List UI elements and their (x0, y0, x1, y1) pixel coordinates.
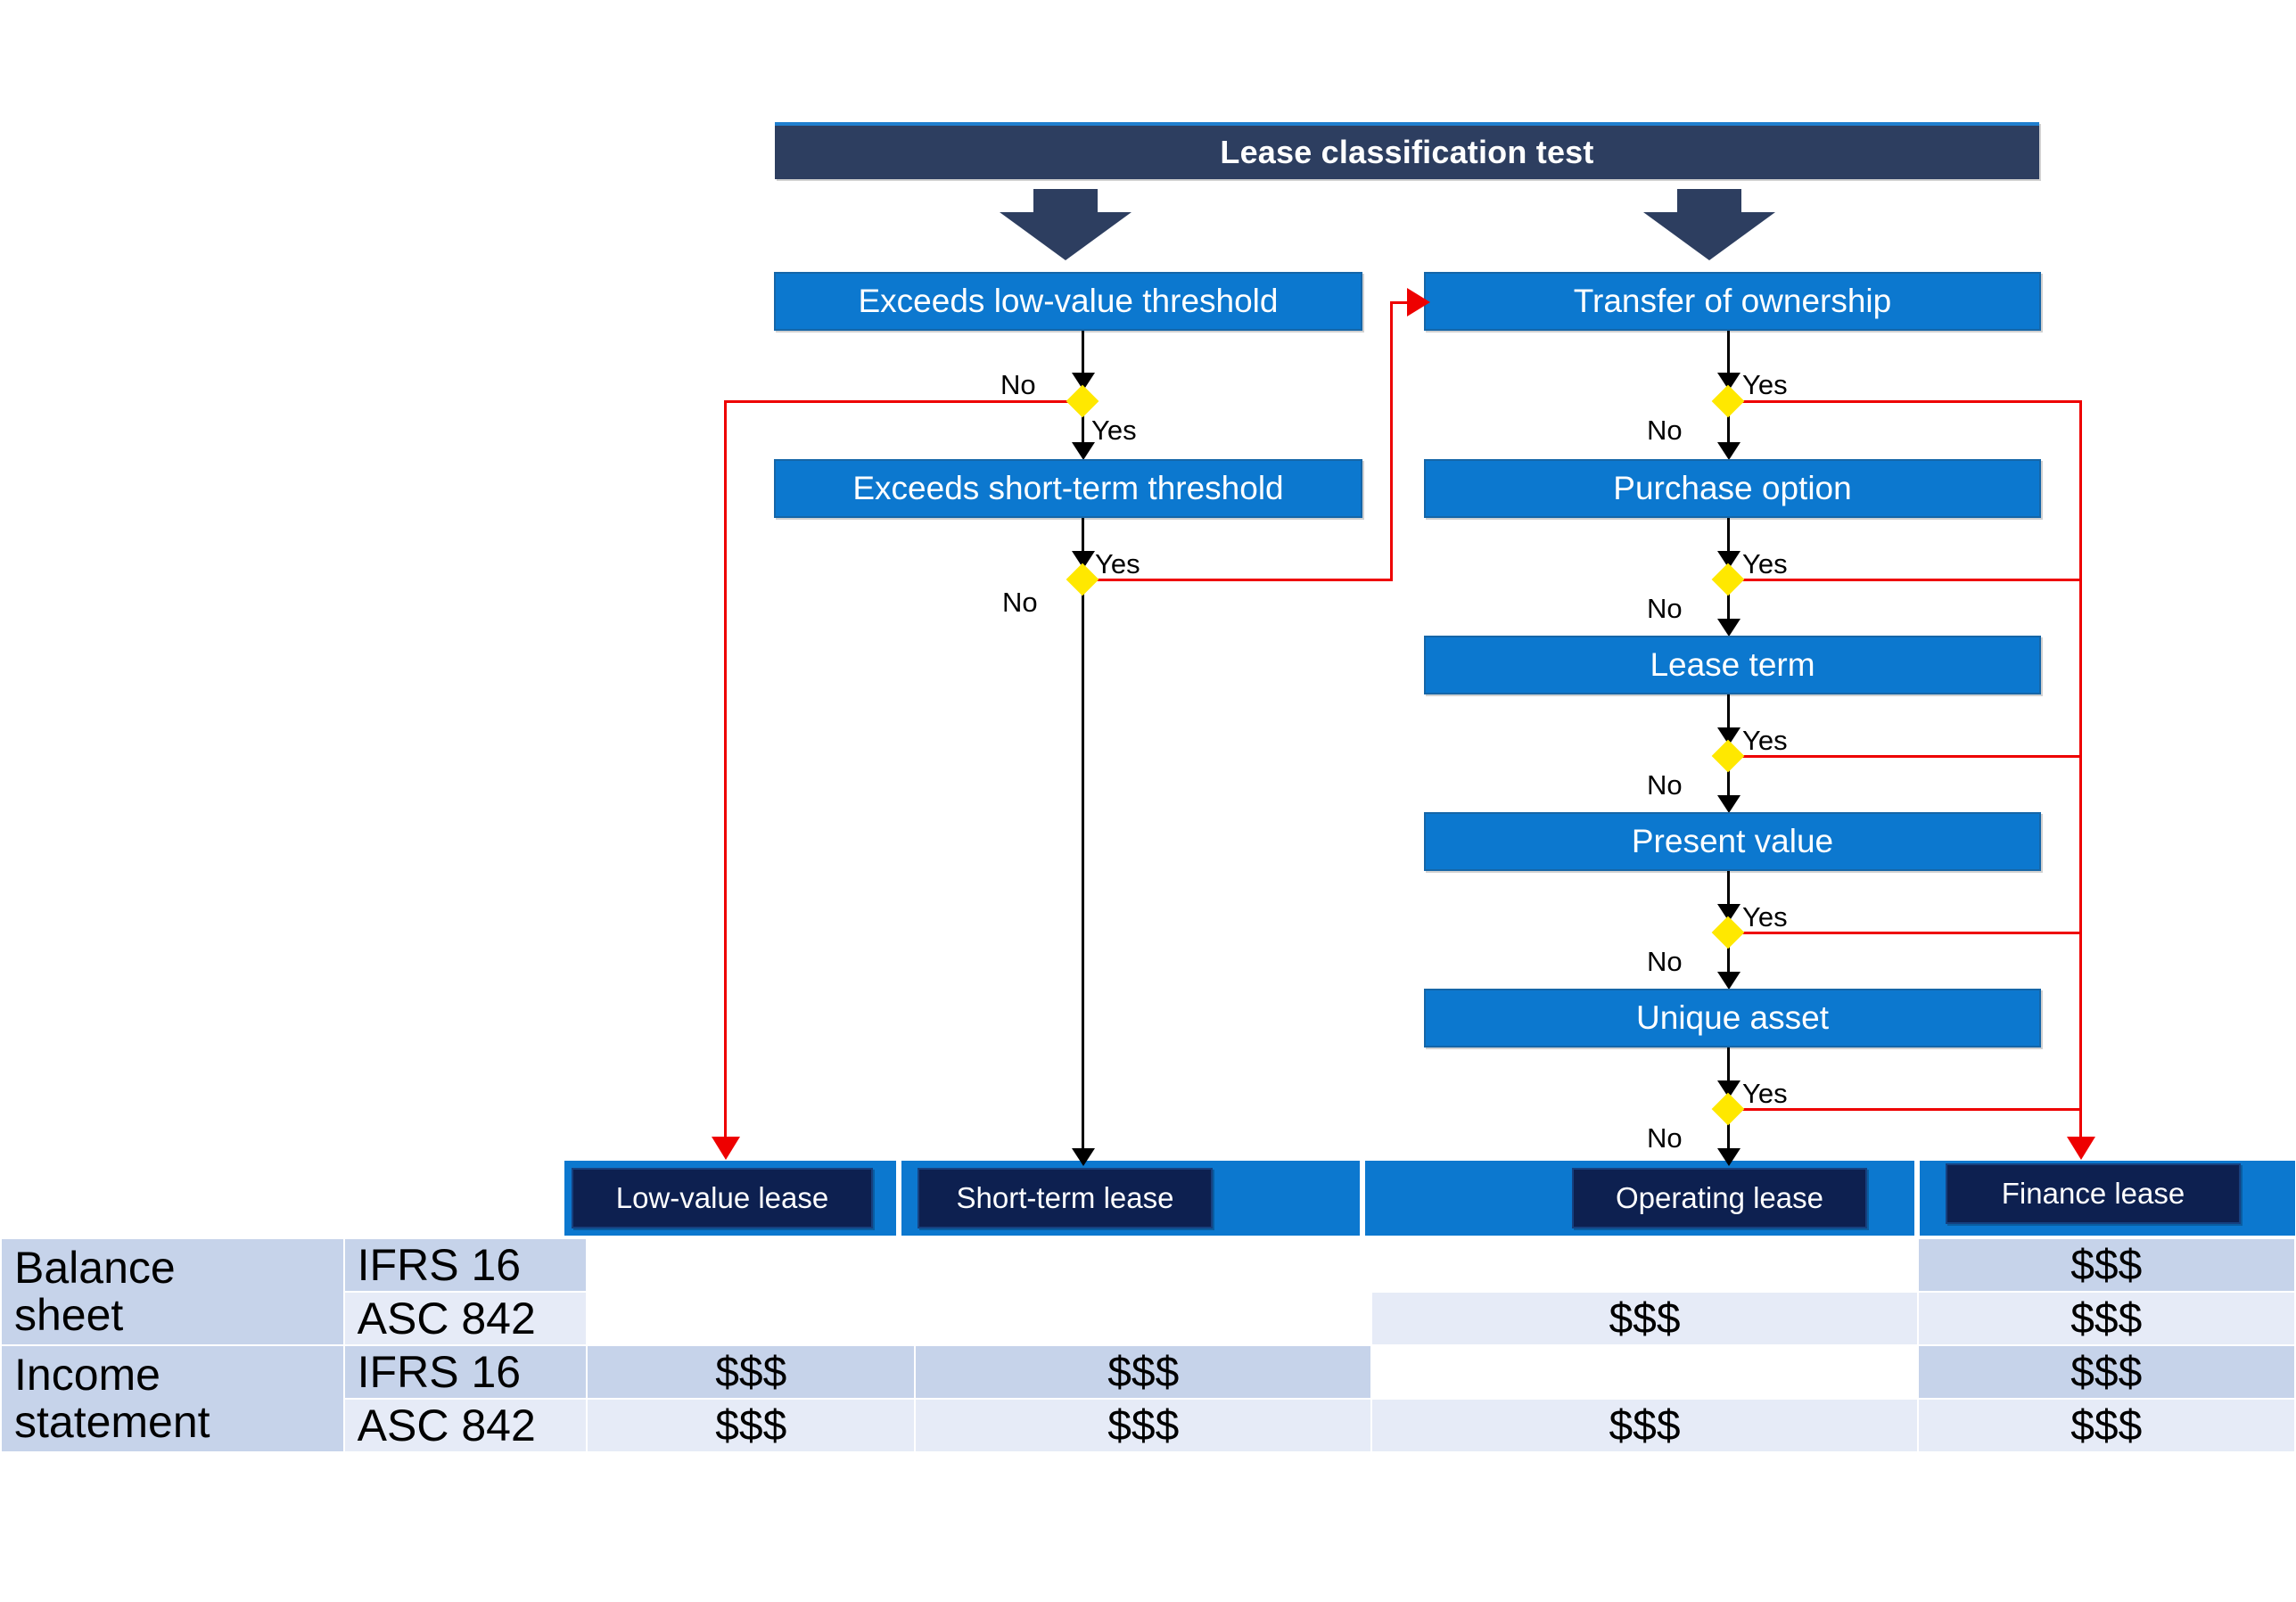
label-purchase-no: No (1647, 593, 1683, 624)
cell-finance-income-asc842: $$$ (1916, 1398, 2296, 1453)
row-group-income-statement: Income statement (0, 1344, 345, 1453)
cell-short-term-balance-asc842 (914, 1291, 1373, 1346)
red-path-unique-asset-yes (1734, 1108, 2082, 1111)
arrowhead-down (1717, 727, 1741, 745)
arrowhead-down (1717, 373, 1741, 390)
red-arrowhead-to-low-value-lease (712, 1137, 740, 1160)
label-transfer-yes: Yes (1742, 369, 1788, 400)
cell-operating-balance-ifrs16 (1370, 1237, 1919, 1293)
node-present-value[interactable]: Present value (1424, 812, 2041, 871)
connector-low-value-to-decision (1082, 331, 1084, 390)
red-path-low-value-no-vertical (724, 400, 727, 1147)
table-row: Balance sheet IFRS 16 $$$ (0, 1237, 2296, 1346)
cell-low-value-balance-asc842 (586, 1291, 917, 1346)
arrowhead-down (1072, 373, 1095, 390)
result-operating-lease[interactable]: Operating lease (1572, 1168, 1867, 1228)
node-unique-asset[interactable]: Unique asset (1424, 989, 2041, 1047)
connector-purchase-to-decision (1727, 518, 1730, 568)
label-short-term-no: No (1002, 587, 1038, 618)
node-lease-term[interactable]: Lease term (1424, 636, 2041, 694)
row-standard-asc842-income: ASC 842 (342, 1398, 588, 1453)
table-row: ASC 842 $$$ $$$ $$$ $$$ (1, 1398, 2296, 1453)
connector-unique-asset-no-down (1727, 1121, 1730, 1154)
arrowhead-down (1717, 904, 1741, 922)
red-path-low-value-no-horizontal (724, 400, 1074, 403)
connector-present-value-to-decision (1727, 871, 1730, 921)
label-transfer-no: No (1647, 415, 1683, 446)
red-path-short-term-yes-horizontal (1089, 579, 1393, 581)
arrowhead-down (1717, 619, 1741, 637)
red-arrowhead-to-transfer-of-ownership (1407, 288, 1430, 316)
label-purchase-yes: Yes (1742, 548, 1788, 579)
arrowhead-down (1072, 1148, 1095, 1166)
arrowhead-down (1072, 442, 1095, 460)
connector-short-term-to-decision (1082, 518, 1084, 568)
red-path-present-value-yes (1734, 932, 2082, 934)
row-standard-asc842-balance: ASC 842 (342, 1291, 588, 1346)
result-short-term-lease[interactable]: Short-term lease (918, 1168, 1213, 1228)
node-exceeds-short-term-threshold[interactable]: Exceeds short-term threshold (774, 459, 1362, 518)
cell-finance-balance-ifrs16: $$$ (1916, 1237, 2296, 1293)
arrowhead-down (1717, 551, 1741, 569)
red-path-purchase-yes (1734, 579, 2082, 581)
node-transfer-of-ownership[interactable]: Transfer of ownership (1424, 272, 2041, 331)
connector-purchase-no-down (1727, 591, 1730, 634)
cell-finance-income-ifrs16: $$$ (1916, 1344, 2296, 1400)
table-row: ASC 842 $$$ $$$ (1, 1291, 2296, 1346)
connector-short-term-no-down (1082, 591, 1084, 1153)
connector-unique-asset-to-decision (1727, 1047, 1730, 1097)
red-path-transfer-yes (1734, 400, 2082, 403)
label-present-value-yes: Yes (1742, 901, 1788, 932)
chevron-arrow-right (1643, 189, 1775, 267)
cell-operating-income-asc842: $$$ (1370, 1398, 1919, 1453)
label-lease-term-yes: Yes (1742, 725, 1788, 756)
cell-low-value-balance-ifrs16 (586, 1237, 917, 1293)
title-lease-classification-test: Lease classification test (775, 122, 2039, 179)
cell-low-value-income-asc842: $$$ (586, 1398, 917, 1453)
connector-transfer-to-decision (1727, 331, 1730, 390)
node-purchase-option[interactable]: Purchase option (1424, 459, 2041, 518)
chevron-arrow-left (1000, 189, 1132, 267)
chevron-head (1000, 212, 1132, 260)
arrowhead-to-operating-lease (1717, 1148, 1741, 1166)
arrowhead-down (1717, 1080, 1741, 1098)
red-path-finance-lease-riser (2079, 400, 2082, 1147)
node-exceeds-low-value-threshold[interactable]: Exceeds low-value threshold (774, 272, 1362, 331)
label-present-value-no: No (1647, 946, 1683, 977)
connector-low-value-yes-down (1082, 413, 1084, 457)
connector-lease-term-to-decision (1727, 694, 1730, 744)
connector-transfer-no-down (1727, 413, 1730, 457)
result-finance-lease[interactable]: Finance lease (1946, 1163, 2241, 1224)
arrowhead-down (1072, 551, 1095, 569)
cell-operating-balance-asc842: $$$ (1370, 1291, 1919, 1346)
arrowhead-down (1717, 795, 1741, 813)
cell-short-term-income-asc842: $$$ (914, 1398, 1373, 1453)
lease-accounting-comparison-table: Balance sheet IFRS 16 $$$ ASC 842 $$$ $$… (0, 1237, 2296, 1453)
red-arrowhead-to-finance-lease (2067, 1137, 2095, 1160)
label-short-term-yes: Yes (1095, 548, 1140, 579)
arrowhead-down (1717, 972, 1741, 990)
cell-operating-income-ifrs16 (1370, 1344, 1919, 1400)
label-lease-term-no: No (1647, 769, 1683, 801)
label-unique-asset-yes: Yes (1742, 1078, 1788, 1109)
chevron-head (1643, 212, 1775, 260)
cell-short-term-balance-ifrs16 (914, 1237, 1373, 1293)
connector-lease-term-no-down (1727, 768, 1730, 810)
red-path-into-transfer-of-ownership (1390, 301, 1419, 304)
label-unique-asset-no: No (1647, 1122, 1683, 1154)
cell-low-value-income-ifrs16: $$$ (586, 1344, 917, 1400)
cell-finance-balance-asc842: $$$ (1916, 1291, 2296, 1346)
red-path-short-term-yes-vertical (1390, 301, 1393, 581)
label-low-value-yes: Yes (1091, 415, 1137, 446)
connector-present-value-no-down (1727, 944, 1730, 987)
red-path-lease-term-yes (1734, 755, 2082, 758)
row-standard-ifrs16-income: IFRS 16 (342, 1344, 588, 1400)
table-row: Income statement IFRS 16 $$$ $$$ $$$ (0, 1344, 2296, 1453)
result-low-value-lease[interactable]: Low-value lease (572, 1168, 873, 1228)
row-group-balance-sheet: Balance sheet (0, 1237, 345, 1346)
label-low-value-no: No (1000, 369, 1036, 400)
arrowhead-down (1717, 442, 1741, 460)
row-standard-ifrs16-balance: IFRS 16 (342, 1237, 588, 1293)
cell-short-term-income-ifrs16: $$$ (914, 1344, 1373, 1400)
